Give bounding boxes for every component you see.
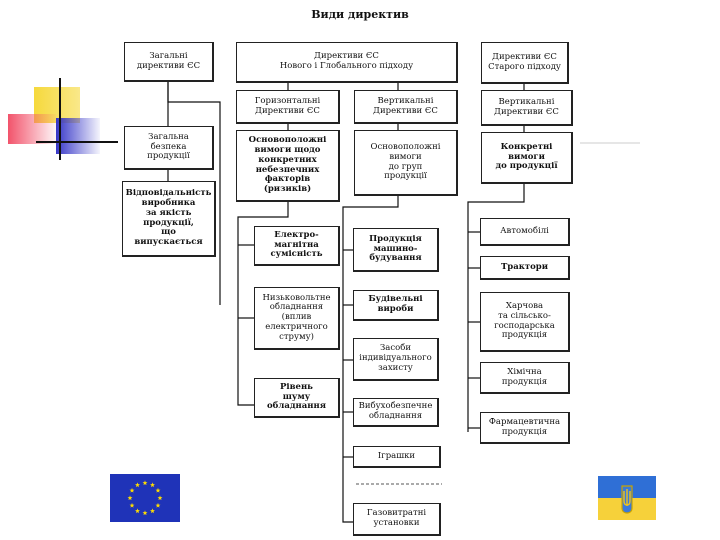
gas-appliances-box: Газовитратні установки [353, 503, 441, 536]
group-requirements-box: Основоположні вимоги до груп продукції [354, 130, 458, 196]
eu-star-icon [150, 508, 155, 514]
eu-star-icon [129, 487, 135, 493]
horizontal-directives-box: Горизонтальні Директиви ЄС [236, 90, 340, 124]
connector-essential-trunk [237, 202, 289, 406]
eu-star-icon [150, 482, 155, 488]
construction-box: Будівельні вироби [353, 290, 439, 321]
tractors-box: Трактори [480, 256, 570, 280]
chemical-box: Хімічна продукція [480, 362, 570, 394]
eu-star-icon [135, 508, 140, 514]
eu-star-icon [155, 487, 161, 493]
specific-requirements-box: Конкретні вимоги до продукції [481, 132, 573, 184]
food-box: Харчова та сільсько- господарська продук… [480, 292, 570, 352]
vertical-directives-new-box: Вертикальні Директиви ЄС [354, 90, 458, 124]
eu-star-icon [129, 502, 135, 508]
eu-flag-icon [110, 474, 180, 522]
pharma-box: Фармацевтична продукція [480, 412, 570, 444]
connector-group-trunk [342, 196, 399, 523]
eu-star-icon [142, 510, 148, 516]
diagram-title: Види директив [311, 8, 409, 21]
deco-red-square [8, 114, 56, 144]
eu-star-icon [135, 482, 140, 488]
old-approach-box: Директиви ЄС Старого підходу [481, 42, 569, 84]
cars-box: Автомобілі [480, 218, 570, 246]
producer-liability-box: Відповідальність виробника за якість про… [122, 181, 216, 257]
new-approach-box: Директиви ЄС Нового і Глобального підход… [236, 42, 458, 83]
low-voltage-box: Низьковольтне обладнання (вплив електрич… [254, 287, 340, 350]
connector-specific-trunk [467, 184, 525, 432]
eu-star-icon [142, 480, 148, 486]
eu-flag-stars [127, 480, 163, 516]
vertical-directives-old-box: Вертикальні Директиви ЄС [481, 90, 573, 126]
noise-box: Рівень шуму обладнання [254, 378, 340, 418]
eu-star-icon [157, 495, 163, 501]
ppe-box: Засоби індивідуального захисту [353, 338, 439, 381]
product-safety-box: Загальна безпека продукції [124, 126, 214, 170]
eu-star-icon [127, 495, 133, 501]
deco-blue-square [56, 118, 100, 154]
essential-requirements-box: Основоположні вимоги щодо конкретних неб… [236, 130, 340, 202]
trident-icon [621, 485, 633, 514]
ukraine-flag-icon [598, 476, 656, 520]
explosion-box: Вибухобезпечне обладнання [353, 398, 439, 427]
machinery-box: Продукція машино- будування [353, 228, 439, 272]
toys-box: Іграшки [353, 446, 441, 468]
decorative-squares [8, 78, 118, 160]
eu-star-icon [155, 502, 161, 508]
general-directives-box: Загальні директиви ЄС [124, 42, 214, 82]
emc-box: Електро- магнітна сумісність [254, 226, 340, 266]
